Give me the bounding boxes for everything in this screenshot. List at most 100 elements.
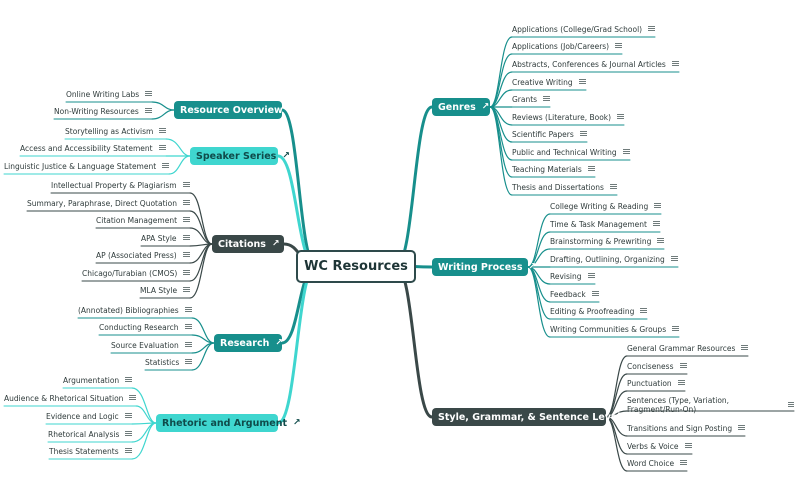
notes-icon[interactable] xyxy=(159,128,167,134)
notes-icon[interactable] xyxy=(129,395,137,401)
notes-icon[interactable] xyxy=(183,217,191,223)
notes-icon[interactable] xyxy=(741,345,749,351)
external-link-icon[interactable]: ↗ xyxy=(293,418,301,428)
notes-icon[interactable] xyxy=(648,26,656,32)
notes-icon[interactable] xyxy=(654,203,662,209)
notes-icon[interactable] xyxy=(543,96,551,102)
notes-icon[interactable] xyxy=(591,291,599,297)
external-link-icon[interactable]: ↗ xyxy=(275,338,283,348)
leaf-topic[interactable]: Teaching Materials xyxy=(512,162,595,176)
branch-writing-process[interactable]: Writing Process↗ xyxy=(432,258,536,276)
leaf-topic[interactable]: Abstracts, Conferences & Journal Article… xyxy=(512,57,679,71)
leaf-topic[interactable]: Verbs & Voice xyxy=(627,439,692,453)
notes-icon[interactable] xyxy=(182,252,190,258)
notes-icon[interactable] xyxy=(684,443,692,449)
leaf-topic[interactable]: Creative Writing xyxy=(512,75,586,89)
leaf-topic[interactable]: Evidence and Logic xyxy=(46,409,132,423)
branch-genres[interactable]: Genres↗ xyxy=(432,98,490,116)
leaf-topic[interactable]: Citation Management xyxy=(96,213,191,227)
leaf-topic[interactable]: Drafting, Outlining, Organizing xyxy=(550,252,678,266)
leaf-topic[interactable]: Rhetorical Analysis xyxy=(48,427,133,441)
external-link-icon[interactable]: ↗ xyxy=(282,151,290,161)
leaf-topic[interactable]: Non-Writing Resources xyxy=(54,104,152,118)
leaf-topic[interactable]: Storytelling as Activism xyxy=(65,124,167,138)
leaf-topic[interactable]: General Grammar Resources xyxy=(627,341,749,355)
notes-icon[interactable] xyxy=(672,326,680,332)
leaf-topic[interactable]: Thesis Statements xyxy=(49,444,132,458)
leaf-topic[interactable]: Conciseness xyxy=(627,359,687,373)
leaf-topic[interactable]: Online Writing Labs xyxy=(66,87,153,101)
notes-icon[interactable] xyxy=(182,182,190,188)
leaf-topic[interactable]: Sentences (Type, Variation, Fragment/Run… xyxy=(627,396,795,414)
notes-icon[interactable] xyxy=(183,287,191,293)
external-link-icon[interactable]: ↗ xyxy=(288,105,297,115)
leaf-topic[interactable]: AP (Associated Press) xyxy=(96,248,190,262)
notes-icon[interactable] xyxy=(671,61,679,67)
leaf-topic[interactable]: Brainstorming & Prewriting xyxy=(550,234,665,248)
notes-icon[interactable] xyxy=(615,43,623,49)
notes-icon[interactable] xyxy=(158,145,166,151)
notes-icon[interactable] xyxy=(124,448,132,454)
leaf-topic[interactable]: Intellectual Property & Plagiarism xyxy=(51,178,190,192)
leaf-topic[interactable]: Scientific Papers xyxy=(512,127,587,141)
leaf-topic[interactable]: Feedback xyxy=(550,287,599,301)
notes-icon[interactable] xyxy=(738,425,746,431)
notes-icon[interactable] xyxy=(657,238,665,244)
leaf-topic[interactable]: Linguistic Justice & Language Statement xyxy=(4,159,170,173)
leaf-topic[interactable]: Punctuation xyxy=(627,376,685,390)
branch-citations[interactable]: Citations↗ xyxy=(212,235,284,253)
leaf-topic[interactable]: APA Style xyxy=(141,231,190,245)
notes-icon[interactable] xyxy=(144,108,152,114)
notes-icon[interactable] xyxy=(183,270,191,276)
leaf-topic[interactable]: Statistics xyxy=(145,355,193,369)
external-link-icon[interactable]: ↗ xyxy=(271,239,280,249)
notes-icon[interactable] xyxy=(680,460,688,466)
branch-resource-overview[interactable]: Resource Overview↗ xyxy=(174,101,296,119)
leaf-topic[interactable]: Argumentation xyxy=(63,373,133,387)
notes-icon[interactable] xyxy=(182,200,190,206)
leaf-topic[interactable]: Thesis and Dissertations xyxy=(512,180,617,194)
notes-icon[interactable] xyxy=(145,91,153,97)
branch-rhetoric[interactable]: Rhetoric and Argument↗ xyxy=(156,414,301,432)
leaf-topic[interactable]: Applications (College/Grad School) xyxy=(512,22,656,36)
leaf-topic[interactable]: Audience & Rhetorical Situation xyxy=(4,391,137,405)
notes-icon[interactable] xyxy=(652,221,660,227)
leaf-topic[interactable]: Chicago/Turabian (CMOS) xyxy=(82,266,191,280)
leaf-topic[interactable]: Time & Task Management xyxy=(550,217,660,231)
leaf-topic[interactable]: Writing Communities & Groups xyxy=(550,322,680,336)
notes-icon[interactable] xyxy=(185,359,193,365)
notes-icon[interactable] xyxy=(578,79,586,85)
notes-icon[interactable] xyxy=(184,342,192,348)
notes-icon[interactable] xyxy=(579,131,587,137)
external-link-icon[interactable]: ↗ xyxy=(626,412,635,422)
notes-icon[interactable] xyxy=(677,380,685,386)
notes-icon[interactable] xyxy=(587,273,595,279)
external-link-icon[interactable]: ↗ xyxy=(528,262,537,272)
leaf-topic[interactable]: Access and Accessibility Statement xyxy=(20,141,166,155)
notes-icon[interactable] xyxy=(182,235,190,241)
notes-icon[interactable] xyxy=(124,413,132,419)
notes-icon[interactable] xyxy=(184,307,192,313)
leaf-topic[interactable]: Public and Technical Writing xyxy=(512,145,630,159)
branch-style-grammar[interactable]: Style, Grammar, & Sentence Level↗ xyxy=(432,408,634,426)
notes-icon[interactable] xyxy=(162,163,170,169)
external-link-icon[interactable]: ↗ xyxy=(481,102,490,112)
notes-icon[interactable] xyxy=(587,166,595,172)
notes-icon[interactable] xyxy=(622,149,630,155)
leaf-topic[interactable]: College Writing & Reading xyxy=(550,199,662,213)
notes-icon[interactable] xyxy=(670,256,678,262)
notes-icon[interactable] xyxy=(184,324,192,330)
leaf-topic[interactable]: Reviews (Literature, Book) xyxy=(512,110,625,124)
leaf-topic[interactable]: Applications (Job/Careers) xyxy=(512,39,623,53)
leaf-topic[interactable]: Transitions and Sign Posting xyxy=(627,421,746,435)
leaf-topic[interactable]: Source Evaluation xyxy=(111,338,192,352)
notes-icon[interactable] xyxy=(125,377,133,383)
branch-research[interactable]: Research↗ xyxy=(214,334,283,352)
central-topic[interactable]: WC Resources xyxy=(296,250,416,283)
notes-icon[interactable] xyxy=(787,402,795,408)
notes-icon[interactable] xyxy=(125,431,133,437)
notes-icon[interactable] xyxy=(679,363,687,369)
notes-icon[interactable] xyxy=(609,184,617,190)
branch-speaker-series[interactable]: Speaker Series↗ xyxy=(190,147,290,165)
notes-icon[interactable] xyxy=(640,308,648,314)
